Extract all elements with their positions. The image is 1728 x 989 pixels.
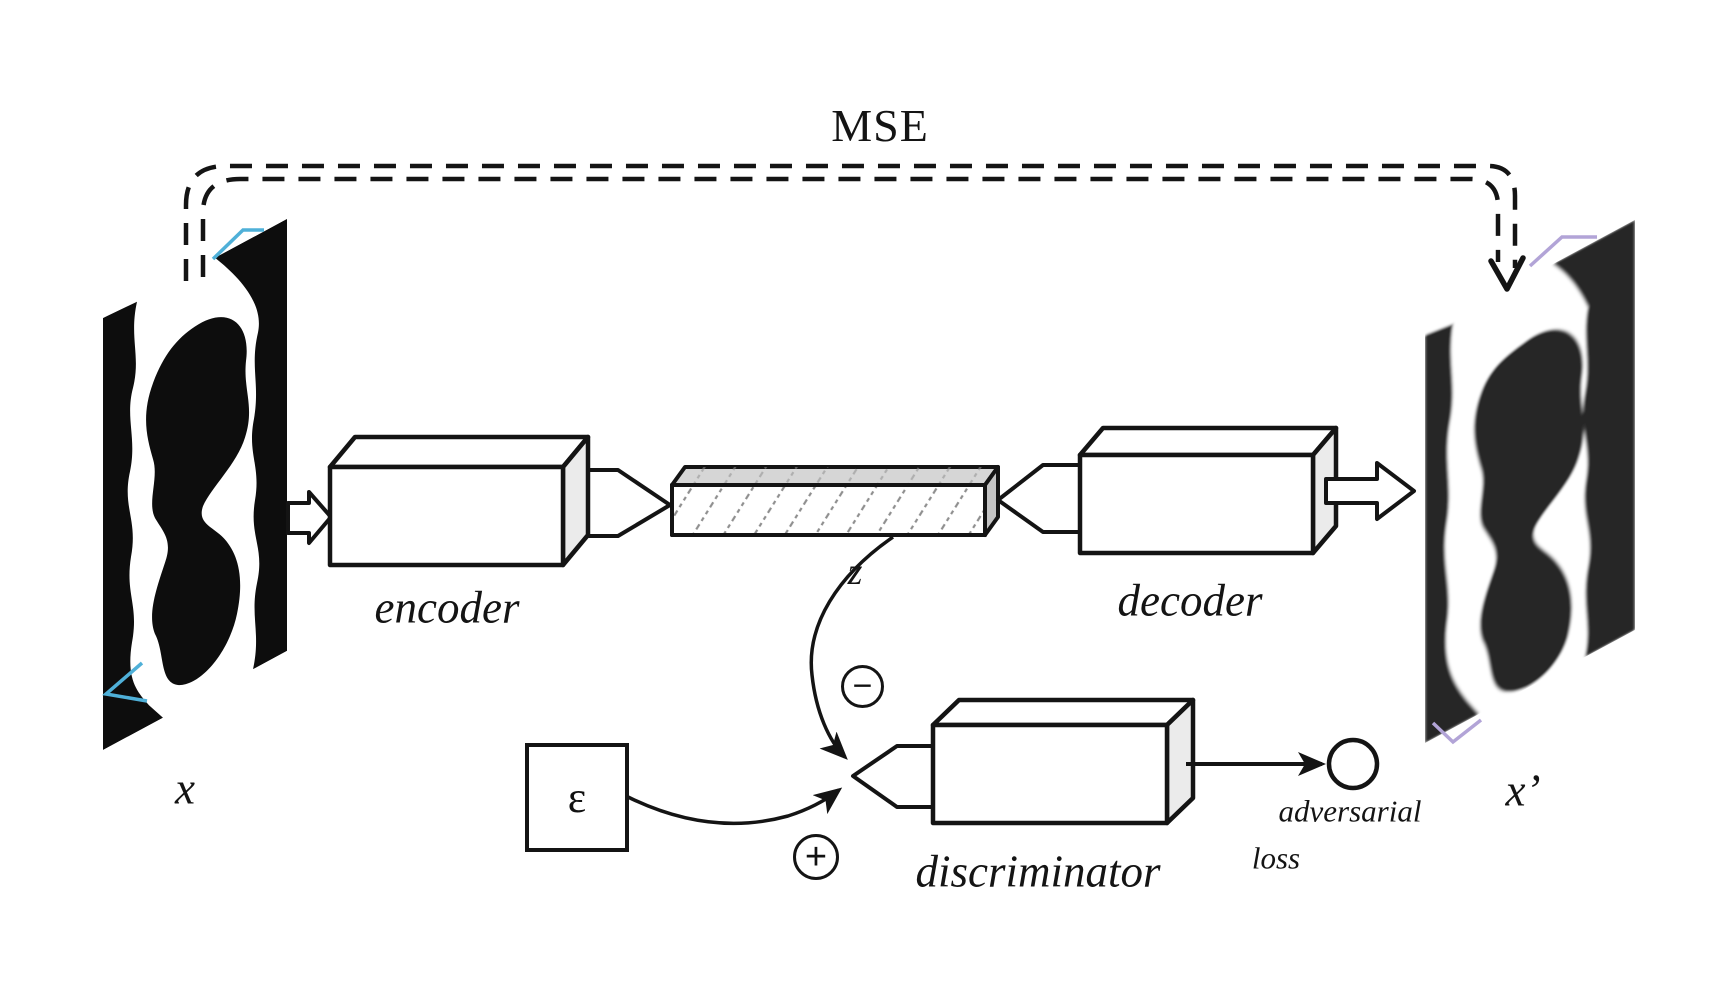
input-corner-accent-bottom [102, 661, 148, 703]
encoder-box-top [327, 434, 591, 470]
mse-arrowhead [1488, 255, 1526, 292]
adversarial-loss-label-line1: adversarial [1278, 793, 1422, 829]
latent-bar-front-hatch [670, 483, 987, 537]
minus-badge: − [841, 665, 884, 708]
decoder-funnel [996, 463, 1082, 534]
input-arrow [286, 490, 333, 545]
minus-label: − [852, 667, 873, 705]
plus-badge: + [793, 834, 839, 880]
discriminator-box-front [930, 722, 1170, 826]
encoder-label: encoder [374, 582, 520, 633]
input-texture-right-band [215, 218, 287, 670]
output-texture-blob [1474, 329, 1584, 692]
discriminator-box-top [930, 697, 1196, 728]
output-label: x’ [1505, 765, 1541, 816]
discriminator-label: discriminator [915, 846, 1161, 897]
input-label: x [175, 763, 195, 814]
input-corner-accent-top [211, 228, 264, 261]
decoder-box-top [1077, 425, 1339, 458]
latent-label: z [847, 551, 863, 593]
input-image [103, 218, 287, 750]
output-texture-left-band [1425, 323, 1479, 743]
z-arrow [809, 535, 894, 760]
latent-bar-top-hatch [672, 467, 998, 485]
decoder-box [1077, 425, 1339, 556]
input-texture-left-band [103, 301, 163, 750]
plus-label: + [804, 835, 828, 878]
encoder-box [327, 434, 591, 568]
discriminator-box-side [1164, 697, 1196, 826]
encoder-box-front [327, 464, 566, 568]
output-image [1425, 219, 1635, 743]
mse-connector-inner [200, 176, 1501, 277]
adversarial-output-circle [1326, 737, 1380, 791]
output-arrow [1324, 461, 1416, 521]
output-texture-right-band [1553, 219, 1635, 657]
mse-connector [183, 163, 1518, 281]
output-corner-accent-top [1528, 235, 1597, 268]
epsilon-arrow [625, 787, 843, 826]
mse-label: MSE [831, 100, 929, 151]
decoder-box-front [1077, 452, 1316, 556]
epsilon-label: ε [567, 773, 587, 822]
adversarial-loss-label-line2: loss [1251, 840, 1301, 876]
decoder-label: decoder [1117, 575, 1263, 626]
input-texture-blob [146, 317, 250, 686]
discriminator-funnel [851, 744, 935, 809]
encoder-funnel [586, 468, 672, 538]
discriminator-box [930, 697, 1196, 826]
mse-connector-outer [183, 163, 1518, 281]
latent-bar [670, 465, 1000, 537]
output-corner-accent-bottom [1431, 718, 1483, 745]
epsilon-box: ε [525, 743, 629, 852]
